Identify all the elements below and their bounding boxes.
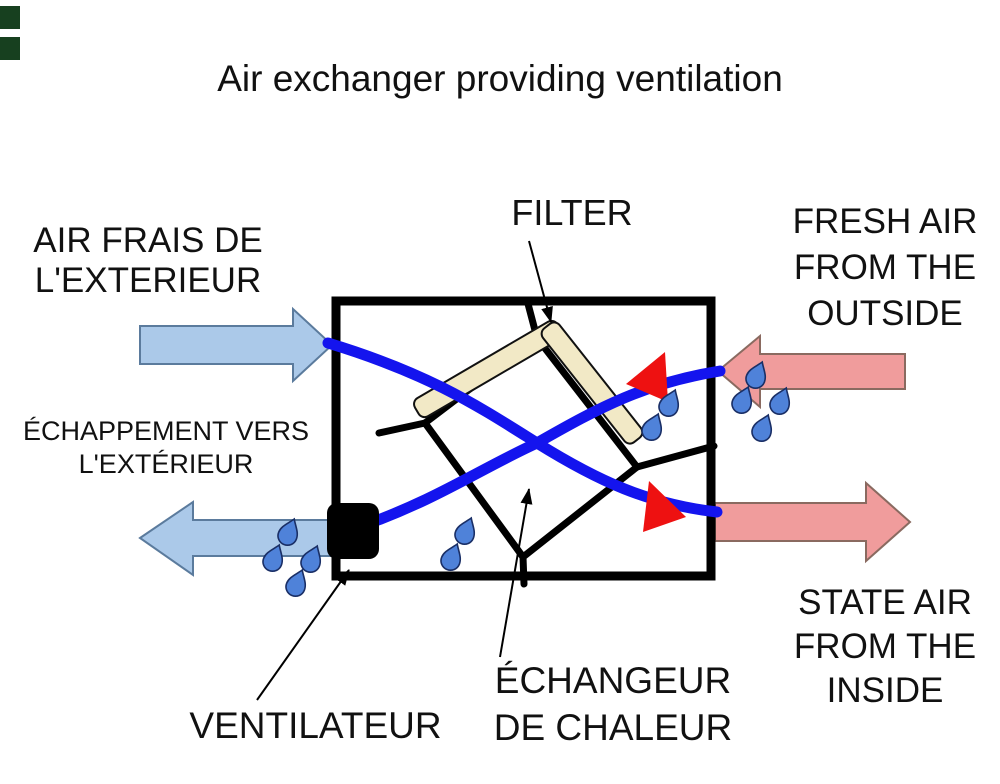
fresh-air-inlet-arrow [139, 306, 334, 384]
label-line: FRESH AIR [792, 202, 978, 241]
droplet-icon [437, 539, 467, 574]
label-line: DE CHALEUR [493, 707, 733, 748]
label-heat-exchanger: ÉCHANGEUR DE CHALEUR [460, 657, 766, 751]
heat-exchanger-pointer-arrow [499, 488, 533, 658]
core-duct-lines [375, 296, 718, 588]
label-line: ÉCHANGEUR [494, 660, 732, 701]
label-line: L'EXTERIEUR [34, 261, 262, 300]
stale-air-outlet-arrow [714, 480, 912, 564]
label-line: FROM THE [793, 627, 977, 666]
fresh-air-right-arrow [716, 333, 906, 410]
label-fresh-air-english: FRESH AIR FROM THE OUTSIDE [768, 199, 1000, 337]
diagram-title: Air exchanger providing ventilation [217, 58, 783, 99]
label-stale-air-english: STATE AIR FROM THE INSIDE [768, 581, 1000, 713]
label-line: ÉCHAPPEMENT VERS [22, 416, 310, 446]
filter-pointer-arrow [528, 240, 553, 323]
screen-artifact [0, 6, 20, 29]
label-line: L'EXTÉRIEUR [78, 449, 254, 479]
label-line: AIR FRAIS DE [33, 221, 263, 260]
ventilator-pointer-arrow [256, 569, 350, 701]
label-exhaust-french: ÉCHAPPEMENT VERS L'EXTÉRIEUR [2, 415, 330, 481]
label-ventilator: VENTILATEUR [189, 705, 442, 746]
label-filter: FILTER [511, 192, 633, 233]
label-fresh-air-french: AIR FRAIS DE L'EXTERIEUR [0, 221, 296, 301]
flow-arrowhead-right-icon [643, 481, 686, 532]
label-line: OUTSIDE [807, 294, 963, 333]
droplet-icon [451, 513, 481, 548]
filter-strip-right [540, 321, 644, 445]
label-line: INSIDE [826, 671, 944, 710]
droplet-icon [638, 409, 668, 444]
screen-artifact [0, 37, 20, 60]
droplet-icon [748, 410, 778, 445]
label-line: STATE AIR [798, 583, 972, 622]
label-line: FROM THE [793, 248, 977, 287]
ventilator-fan-block [327, 503, 379, 559]
flow-arrowhead-left-icon [626, 352, 668, 402]
